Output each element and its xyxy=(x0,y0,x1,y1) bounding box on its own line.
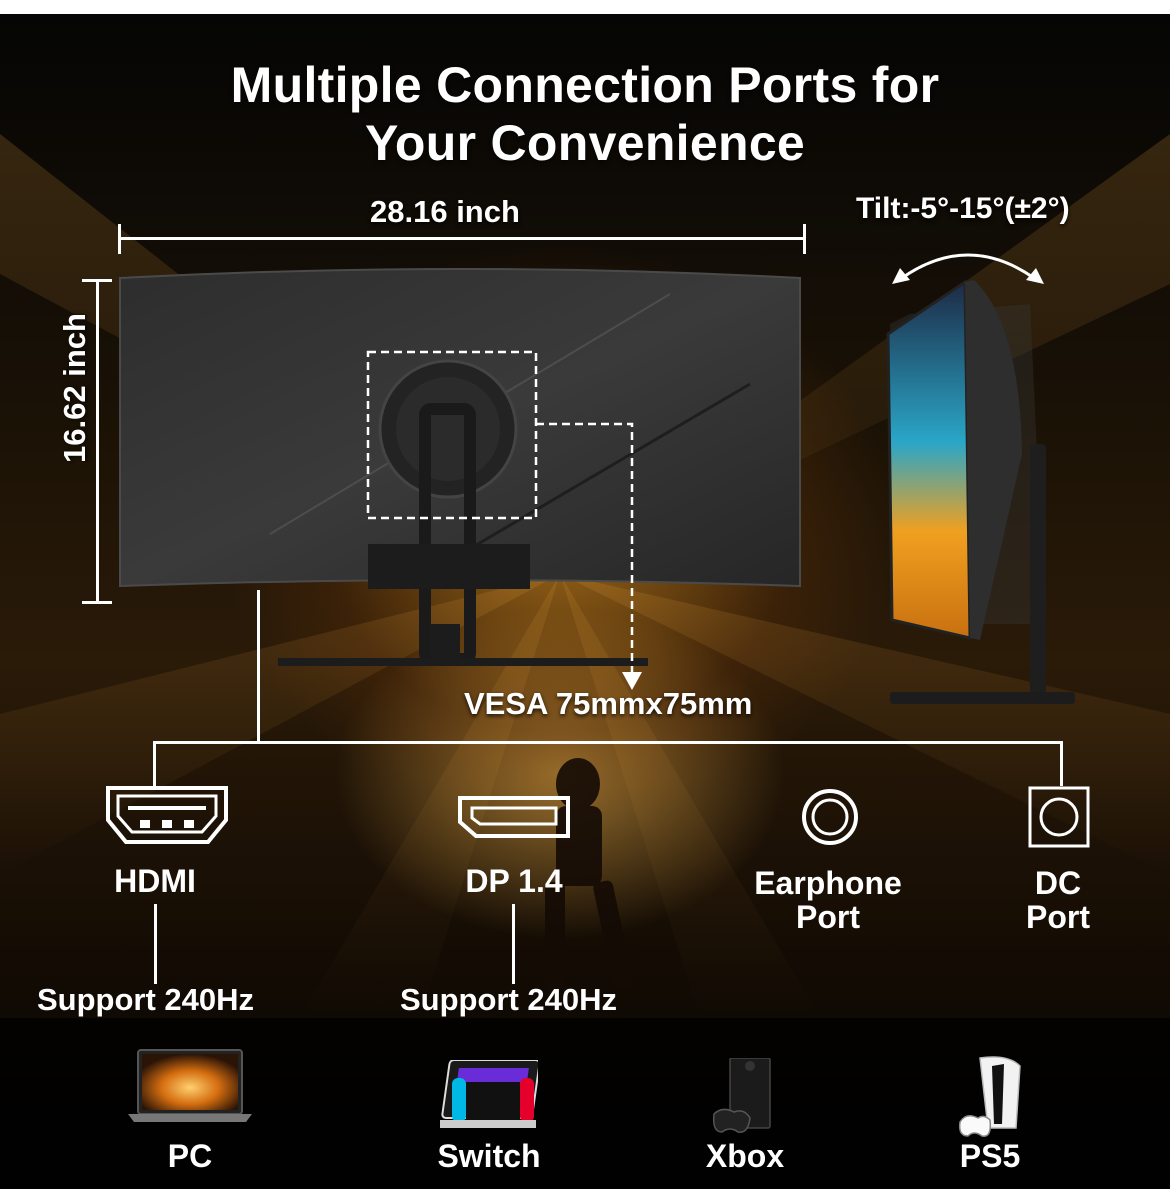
port-label-hdmi: HDMI xyxy=(114,863,196,899)
hdmi-support-label: Support 240Hz xyxy=(37,982,255,1017)
tilt-label: Tilt:-5°-15°(±2°) xyxy=(856,192,1070,225)
laptop-icon xyxy=(128,1049,252,1122)
port-connector-line xyxy=(153,741,1063,744)
device-label-switch: Switch xyxy=(437,1138,541,1174)
tilt-arrow-icon xyxy=(892,253,1044,284)
vesa-label: VESA 75mmx75mm xyxy=(464,686,753,721)
nintendo-switch-icon xyxy=(440,1060,538,1128)
port-label-dp: DP 1.4 xyxy=(465,863,563,899)
dp-support-label: Support 240Hz xyxy=(400,982,618,1017)
page-title: Multiple Connection Ports for Your Conve… xyxy=(0,56,1170,172)
product-infographic: Multiple Connection Ports for Your Conve… xyxy=(0,14,1170,1189)
width-dimension-label: 28.16 inch xyxy=(370,194,520,229)
port-label-dc: DC Port xyxy=(1026,865,1090,935)
hdmi-port-icon xyxy=(106,786,228,844)
earphone-port-icon xyxy=(802,789,858,845)
displayport-icon xyxy=(458,796,570,838)
title-line-2: Your Convenience xyxy=(364,115,806,171)
vesa-indicator xyxy=(366,350,642,690)
ps5-console-icon xyxy=(958,1056,1021,1137)
xbox-console-icon xyxy=(712,1058,771,1133)
monitor-back-view xyxy=(119,268,801,666)
title-line-1: Multiple Connection Ports for xyxy=(230,57,940,113)
dc-port-icon xyxy=(1028,786,1090,848)
device-label-ps5: PS5 xyxy=(959,1138,1021,1174)
height-dimension-label: 16.62 inch xyxy=(57,313,92,463)
port-label-earphone: Earphone Port xyxy=(754,865,902,935)
monitor-side-view xyxy=(886,279,1075,704)
height-dimension-line xyxy=(96,280,99,602)
width-dimension-line xyxy=(118,237,806,240)
device-label-pc: PC xyxy=(167,1138,213,1174)
device-label-xbox: Xbox xyxy=(705,1138,785,1174)
